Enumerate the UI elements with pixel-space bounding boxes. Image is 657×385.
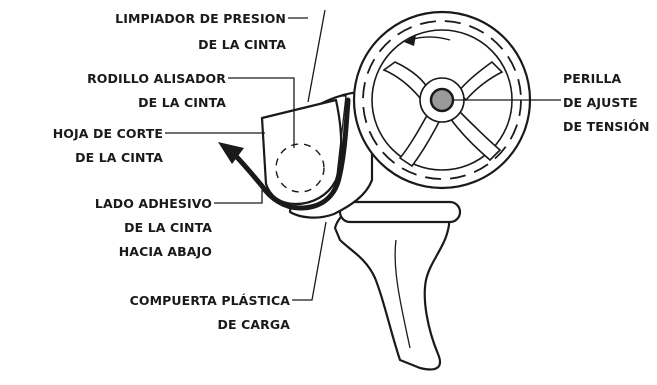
pressure-wiper [335, 95, 347, 185]
label-rodillo: RODILLO ALISADOR DE LA CINTA [87, 71, 226, 110]
leader-lines [165, 9, 561, 301]
smoothing-roller [275, 143, 325, 193]
label-lado-line1: LADO ADHESIVO [95, 196, 212, 211]
label-lado-adhesivo: LADO ADHESIVO DE LA CINTA HACIA ABAJO [95, 196, 212, 259]
label-perilla-line3: DE TENSIÓN [563, 119, 650, 134]
label-perilla-line1: PERILLA [563, 71, 622, 86]
label-hoja: HOJA DE CORTE DE LA CINTA [53, 126, 163, 165]
label-compuerta-line2: DE CARGA [218, 317, 291, 332]
label-perilla-line2: DE AJUSTE [563, 95, 638, 110]
tape-reel [352, 10, 532, 190]
label-lado-line2: DE LA CINTA [124, 220, 212, 235]
label-rodillo-line1: RODILLO ALISADOR [87, 71, 226, 86]
label-compuerta-line1: COMPUERTA PLÁSTICA [130, 293, 291, 308]
loading-gate-bar [338, 200, 462, 224]
label-hoja-line2: DE LA CINTA [75, 150, 163, 165]
label-hoja-line1: HOJA DE CORTE [53, 126, 163, 141]
dispenser-handle [333, 202, 451, 371]
tape-arrow-icon [218, 142, 244, 164]
label-compuerta: COMPUERTA PLÁSTICA DE CARGA [130, 293, 291, 332]
label-lado-line3: HACIA ABAJO [119, 244, 212, 259]
label-presion: LIMPIADOR DE PRESION DE LA CINTA [115, 11, 286, 52]
label-rodillo-line2: DE LA CINTA [138, 95, 226, 110]
label-presion-line1: LIMPIADOR DE PRESION [115, 11, 286, 26]
tape-path [229, 97, 351, 211]
cutter-head [260, 98, 343, 206]
label-presion-line2: DE LA CINTA [198, 37, 286, 52]
label-perilla: PERILLA DE AJUSTE DE TENSIÓN [563, 71, 650, 134]
handle-inner-line [394, 239, 411, 349]
tension-knob [429, 87, 455, 113]
